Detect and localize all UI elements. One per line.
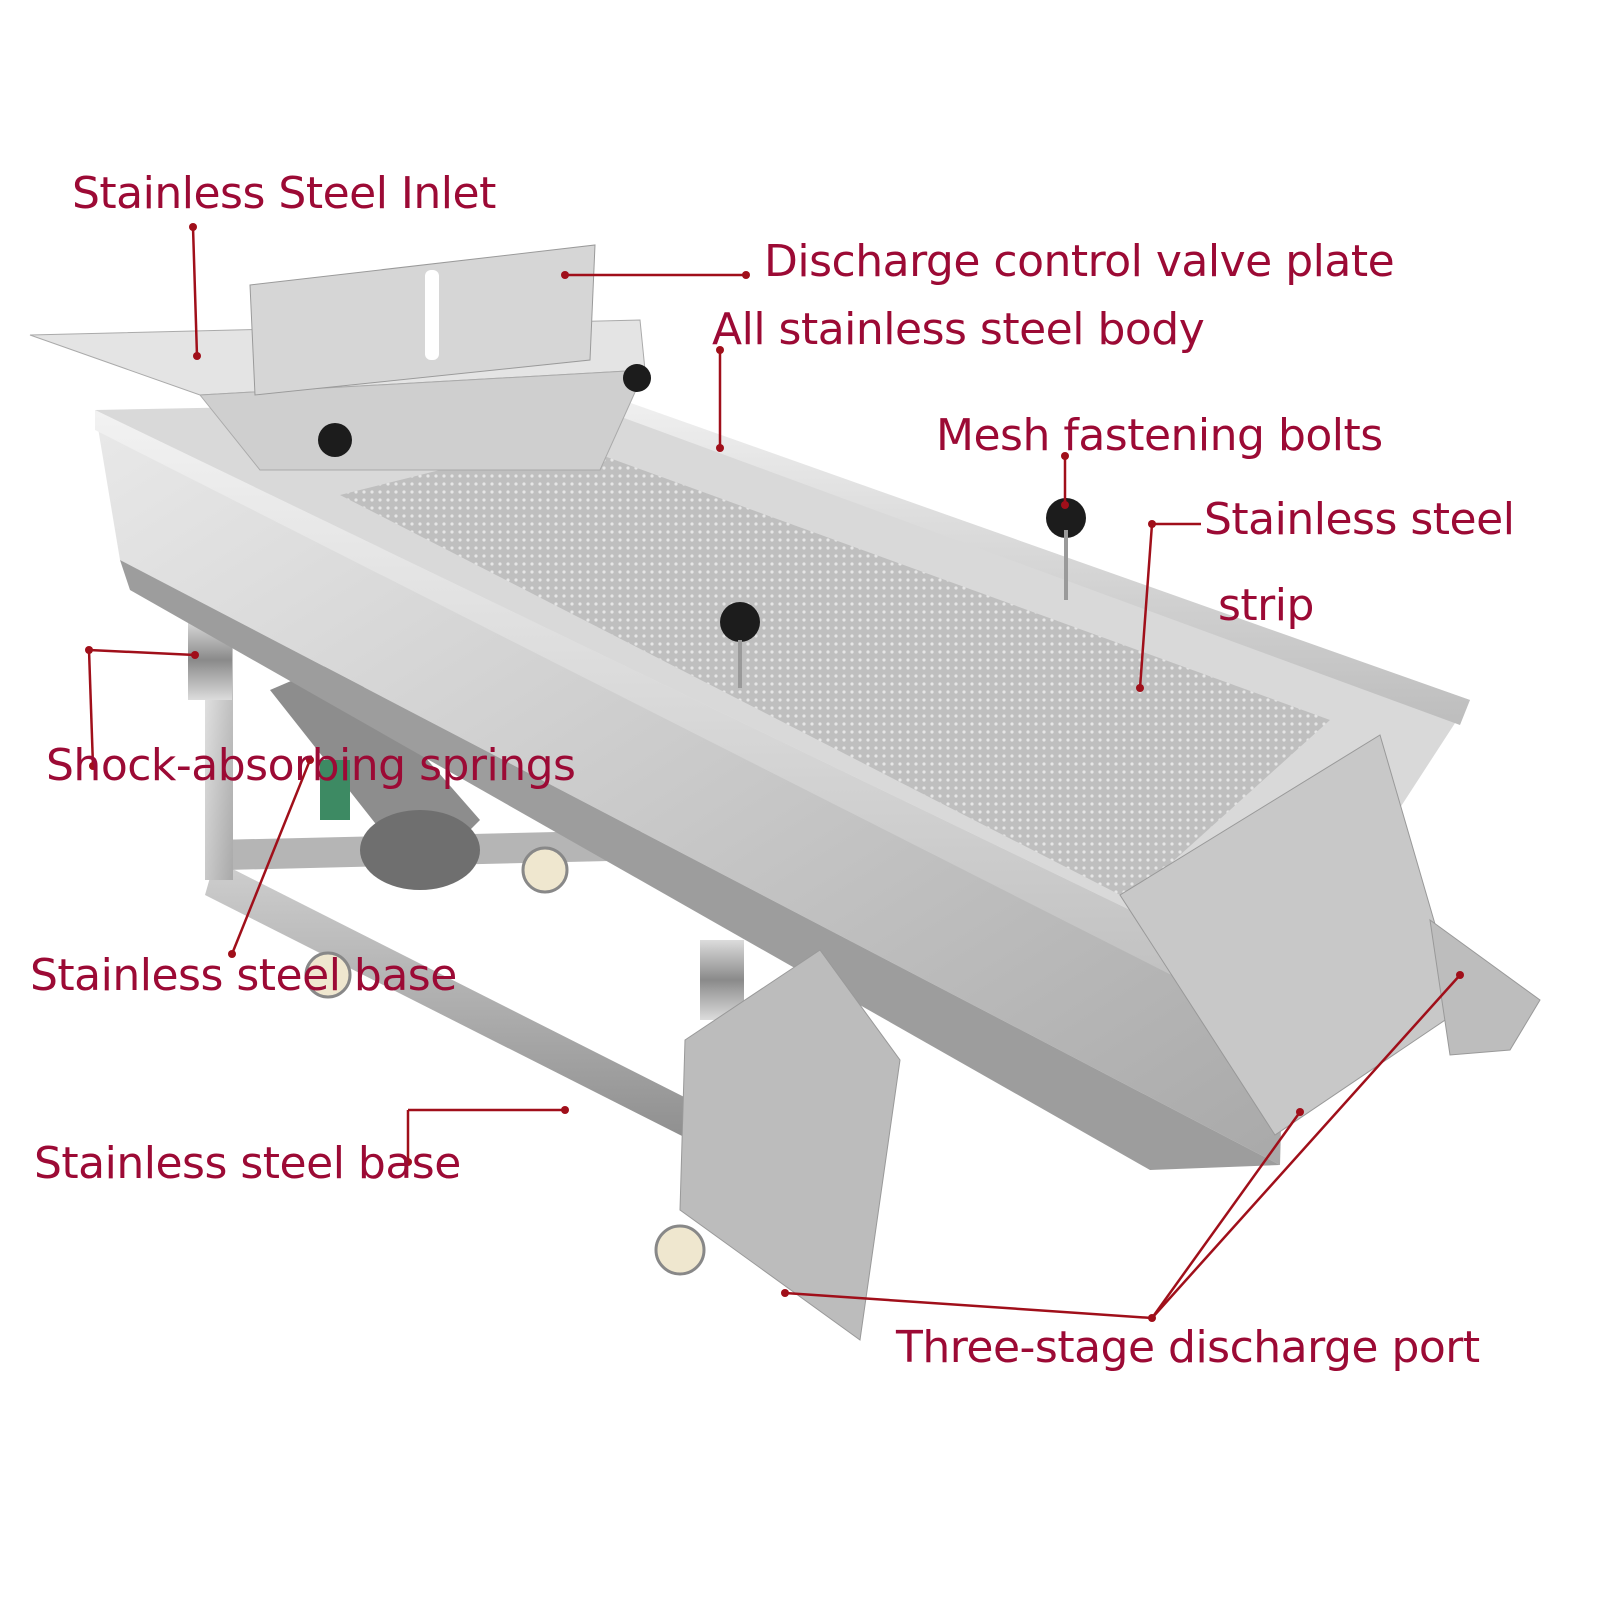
mesh-fastening-bolts	[318, 364, 1086, 688]
label-discharge-control-valve-plate: Discharge control valve plate	[764, 236, 1395, 287]
leader-dots	[85, 223, 1464, 1322]
label-mesh-fastening-bolts: Mesh fastening bolts	[936, 410, 1383, 461]
stainless-steel-inlet	[29, 244, 646, 471]
label-stainless-steel-base-2: Stainless steel base	[34, 1138, 461, 1189]
caster-wheels	[304, 846, 706, 1276]
screen-body	[95, 385, 1470, 1170]
label-stainless-steel-inlet: Stainless Steel Inlet	[72, 168, 496, 219]
label-three-stage-discharge-port: Three-stage discharge port	[896, 1322, 1480, 1373]
vibration-motor	[270, 660, 480, 890]
label-stainless-steel-strip-line1: Stainless steel	[1204, 494, 1515, 545]
label-all-stainless-steel-body: All stainless steel body	[712, 304, 1205, 355]
three-stage-discharge-port	[679, 734, 1541, 1341]
label-stainless-steel-base-1: Stainless steel base	[30, 950, 457, 1001]
leader-lines	[87, 226, 1461, 1320]
label-stainless-steel-strip-line2: strip	[1218, 580, 1314, 631]
label-shock-absorbing-springs: Shock-absorbing springs	[46, 740, 576, 791]
